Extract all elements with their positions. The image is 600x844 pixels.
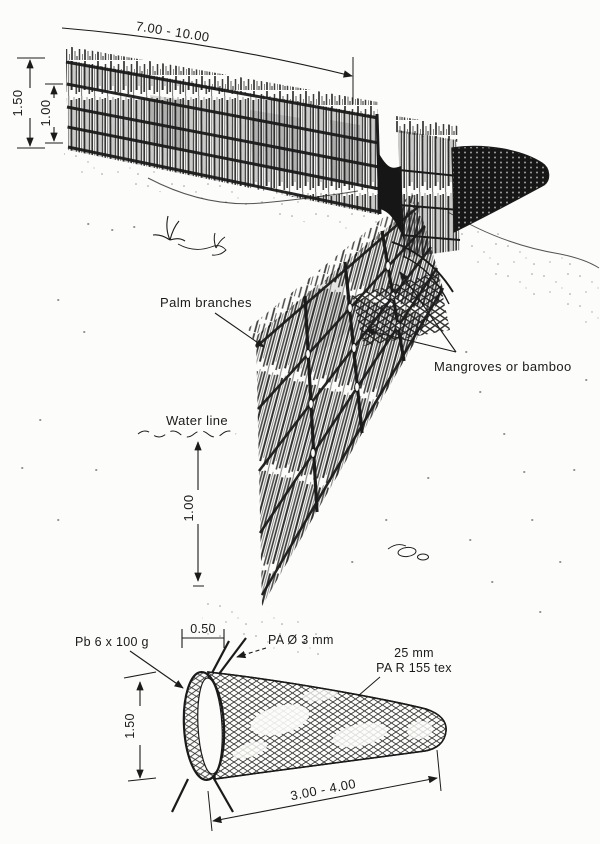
dimension-depth-below-water: 1.00 xyxy=(181,441,204,587)
callout-frame-rod: PA Ø 3 mm xyxy=(218,633,334,675)
frame-rod-stick xyxy=(218,637,247,675)
dimension-fence-upper: 1.00 xyxy=(38,83,63,144)
dim-line xyxy=(212,775,438,824)
sand-stipple-strip xyxy=(198,598,330,662)
fence-shade-patch xyxy=(150,95,187,150)
entrance-funnel xyxy=(377,150,404,240)
submerged-netting xyxy=(352,272,450,346)
frame-rod-label: PA Ø 3 mm xyxy=(268,633,334,647)
dim-fence-upper-label: 1.00 xyxy=(38,100,53,127)
dim-mouth-height-label: 1.50 xyxy=(123,713,137,739)
callout-water-line: Water line xyxy=(137,413,237,438)
palm-branches-label: Palm branches xyxy=(160,295,252,310)
fence-ragged-tips xyxy=(66,46,378,118)
leader-line xyxy=(365,328,457,353)
sand-stipple-strip xyxy=(64,152,380,238)
water-line-wave xyxy=(137,430,237,438)
codend-highlights xyxy=(232,688,433,759)
ext-tick xyxy=(207,790,213,832)
leader-line-dashed xyxy=(236,647,267,659)
leader-line xyxy=(214,312,265,348)
dim-line xyxy=(61,27,353,78)
callout-lead-weights: Pb 6 x 100 g xyxy=(75,635,184,689)
leader-line xyxy=(357,676,381,697)
dim-codend-length-label: 3.00 - 4.00 xyxy=(289,776,357,803)
pole-joints xyxy=(305,261,401,458)
beach-ground xyxy=(21,152,600,662)
ext-tick xyxy=(123,671,157,679)
codend-mouth-opening xyxy=(197,677,223,775)
ext-tick xyxy=(127,777,157,782)
short-wall-tips xyxy=(396,116,458,142)
dim-depth-label: 1.00 xyxy=(181,495,196,522)
trap-junction xyxy=(352,116,550,346)
callout-mesh-spec: 25 mm PA R 155 tex xyxy=(357,646,452,697)
short-wall xyxy=(398,130,460,258)
fence-shade-patch xyxy=(330,120,362,185)
net-hoop-arc xyxy=(391,241,454,293)
leader-line xyxy=(129,650,184,689)
mesh-size-label: 25 mm xyxy=(394,646,434,660)
callout-palm-branches: Palm branches xyxy=(160,295,265,348)
trap-chamber-net xyxy=(451,145,550,233)
lead-weights-label: Pb 6 x 100 g xyxy=(75,635,149,649)
twine-label: PA R 155 tex xyxy=(376,661,452,675)
dimension-mouth-width: 0.50 xyxy=(181,622,225,648)
leader-shade-patch xyxy=(300,270,350,360)
water-line-label: Water line xyxy=(166,413,228,428)
mangroves-label: Mangroves or bamboo xyxy=(434,359,572,374)
ext-tick xyxy=(436,749,442,792)
callout-mangroves: Mangroves or bamboo xyxy=(365,271,572,374)
stones xyxy=(387,544,429,561)
dim-mouth-width-label: 0.50 xyxy=(190,622,216,636)
grass-tuft xyxy=(152,215,227,256)
leader-ragged-tips xyxy=(246,194,420,340)
dimension-fence-height: 1.50 xyxy=(10,57,45,149)
sand-dots xyxy=(21,223,588,643)
fence-rails xyxy=(65,60,381,214)
short-wall-rails xyxy=(398,169,461,241)
dimension-mouth-height: 1.50 xyxy=(123,671,157,782)
main-fence xyxy=(65,46,382,215)
leader-line xyxy=(399,271,457,353)
dim-fence-height-label: 1.50 xyxy=(10,90,25,117)
sand-stipple-strip xyxy=(448,215,600,332)
